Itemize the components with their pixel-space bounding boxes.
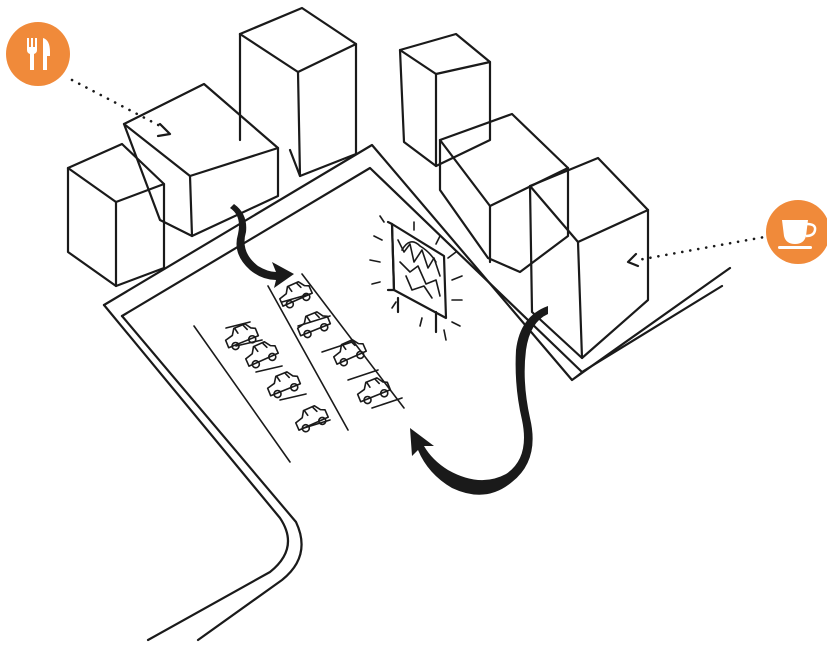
- parked-car: [331, 337, 369, 369]
- parked-car: [355, 375, 392, 406]
- cafe-badge[interactable]: [766, 200, 827, 264]
- parked-car: [293, 403, 331, 435]
- restaurant-badge[interactable]: [6, 22, 70, 86]
- building-cafe: [530, 158, 648, 358]
- building-tall-center: [240, 8, 356, 176]
- lot-boundary-road: [104, 145, 730, 640]
- parked-car: [295, 309, 332, 340]
- building-left-small: [68, 144, 164, 286]
- building-restaurant: [124, 84, 278, 236]
- parking-lines: [194, 274, 404, 462]
- arrow-from-cafe: [410, 306, 548, 495]
- dotted-pointer-cafe: [628, 236, 770, 266]
- arrow-from-restaurant: [230, 204, 294, 288]
- parked-car: [265, 369, 302, 400]
